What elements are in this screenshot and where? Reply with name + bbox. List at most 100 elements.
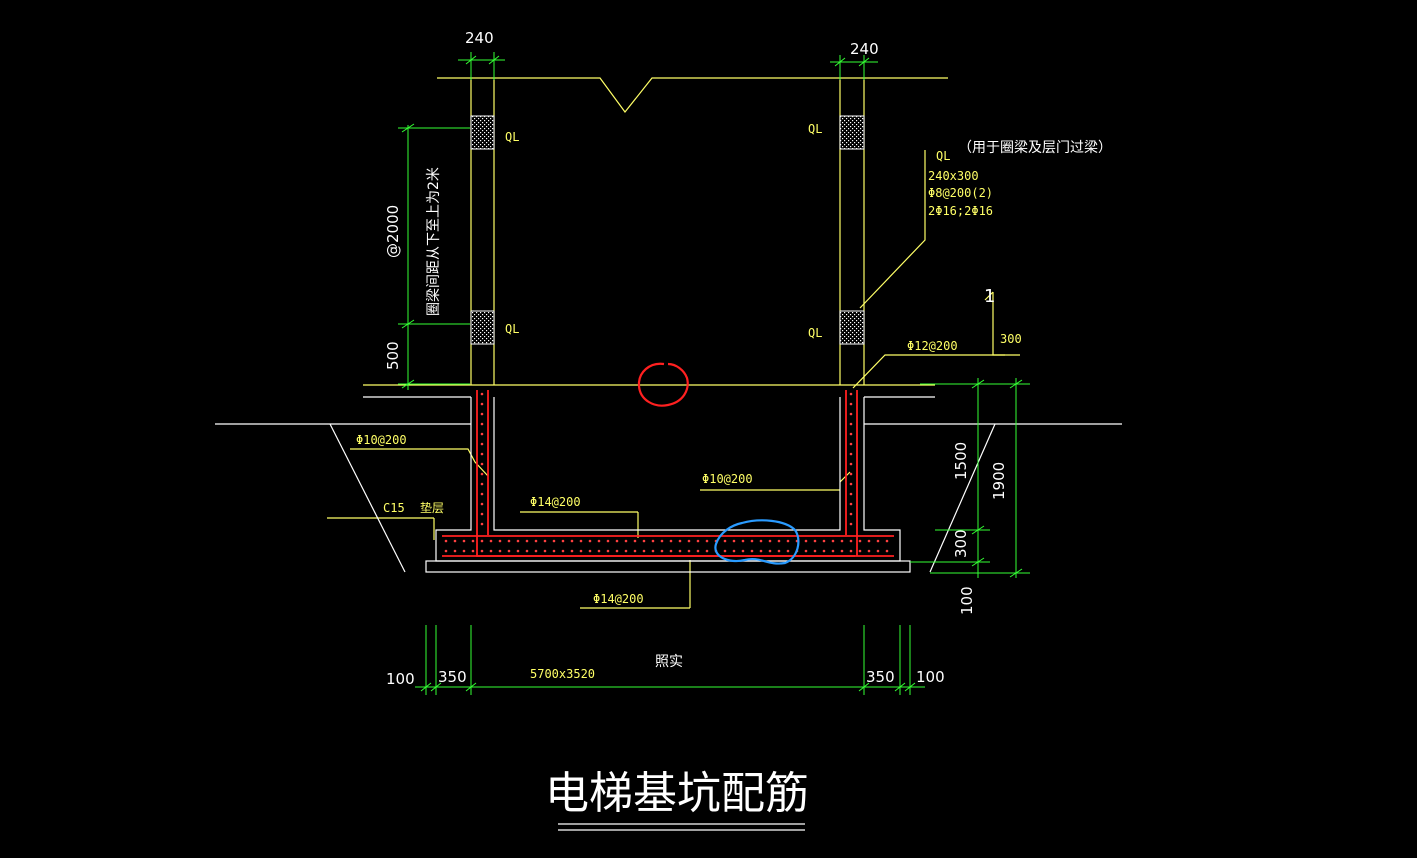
rebar-dot: [444, 549, 448, 553]
rebar-dot: [462, 539, 466, 543]
rebar-dot: [831, 539, 835, 543]
dim-spacing-note: 圈梁间距从下至上为2米: [426, 167, 442, 316]
rebar-dot: [813, 539, 817, 543]
label-ql-left-upper: QL: [505, 130, 519, 144]
rebar-dot: [849, 462, 853, 466]
rebar-dot: [561, 549, 565, 553]
rebar-dot: [444, 539, 448, 543]
ql-blocks: [470, 115, 865, 345]
leader-phi12: [852, 354, 1005, 389]
label-ql-detail-note: （用于圈梁及层门过梁）: [958, 140, 1112, 156]
rebar-dot: [696, 549, 700, 553]
rebar-dot: [876, 549, 880, 553]
rebar-dot: [849, 412, 853, 416]
label-compact-note: 照实: [655, 654, 683, 670]
label-section-mark: 1: [984, 286, 995, 307]
dim-wall-right-top: 240: [850, 40, 879, 58]
red-circle-markup: [637, 362, 689, 407]
rebar-dot: [849, 522, 853, 526]
rebar-dot: [777, 539, 781, 543]
rebar-dot: [705, 549, 709, 553]
label-concrete-grade: C15: [383, 501, 405, 515]
ql-left-upper-block: [470, 115, 495, 150]
rebar-dot: [750, 549, 754, 553]
rebar-dot: [669, 539, 673, 543]
label-rebar-slab-bottom: Φ14@200: [593, 592, 644, 606]
rebar-dot: [489, 549, 493, 553]
label-ql-detail-title: QL: [936, 149, 950, 163]
rebar-dot: [858, 549, 862, 553]
dim-bottom-right-cushion: 100: [916, 668, 945, 686]
rebar-dot: [624, 549, 628, 553]
rebar-dot: [579, 549, 583, 553]
rebar-dot: [498, 539, 502, 543]
rebar-dot: [849, 539, 853, 543]
title-underline: [558, 823, 805, 831]
rebar-dot: [462, 549, 466, 553]
rebar-dot: [849, 402, 853, 406]
pit-outline: [215, 396, 1122, 573]
dim-pit-depth-total: 1900: [990, 462, 1008, 500]
rebar-dot: [480, 442, 484, 446]
dim-bottom-left-cushion: 100: [386, 670, 415, 688]
rebar-dot: [642, 539, 646, 543]
label-ql-bars: 2Φ16;2Φ16: [928, 204, 993, 218]
rebar-dot: [480, 462, 484, 466]
rebar-dot: [840, 549, 844, 553]
rebar-dot: [570, 549, 574, 553]
rebar-dot: [561, 539, 565, 543]
rebar-dot: [876, 539, 880, 543]
rebar-dot: [678, 549, 682, 553]
rebar-dot: [480, 412, 484, 416]
rebar-dot: [822, 539, 826, 543]
rebar-dot: [687, 539, 691, 543]
label-ql-right-upper: QL: [808, 122, 822, 136]
rebar-dot: [543, 549, 547, 553]
rebar-dot: [849, 442, 853, 446]
dim-beam-height: 300: [1000, 332, 1022, 346]
rebar-dot: [525, 539, 529, 543]
rebar-dot: [867, 549, 871, 553]
rebar-dot: [849, 512, 853, 516]
label-cushion: 垫层: [420, 500, 444, 515]
rebar-dot: [570, 539, 574, 543]
rebar-dot: [480, 432, 484, 436]
label-ql-left-lower: QL: [505, 322, 519, 336]
rebar-dot: [885, 549, 889, 553]
rebar-dot: [687, 549, 691, 553]
rebar-dot: [633, 549, 637, 553]
rebar-dot: [822, 549, 826, 553]
rebar-dot: [840, 539, 844, 543]
rebar-dot: [759, 539, 763, 543]
rebar-dot: [849, 502, 853, 506]
rebar-dot: [849, 392, 853, 396]
pit-inner-outline: [493, 397, 841, 531]
rebar-dot: [480, 402, 484, 406]
rebar-dot: [741, 539, 745, 543]
rebar-dot: [480, 512, 484, 516]
rebar-dot: [813, 549, 817, 553]
dim-bottom-left-wall: 350: [438, 668, 467, 686]
annotation-texts: QL QL QL QL QL （用于圈梁及层门过梁） 240x300 Φ8@20…: [356, 122, 1112, 670]
rebar-dot: [804, 549, 808, 553]
rebar-dot: [552, 539, 556, 543]
ql-left-lower-block: [470, 310, 495, 345]
ql-right-upper-block: [839, 115, 865, 150]
dim-spacing-vertical: @2000: [384, 205, 402, 258]
rebar-dot: [480, 422, 484, 426]
rebar-dot: [588, 539, 592, 543]
rebar-left-wall-outer: [476, 390, 855, 557]
rebar-dot: [480, 392, 484, 396]
slope-right: [929, 423, 996, 573]
rebar-dot: [489, 539, 493, 543]
rebar-dot: [786, 549, 790, 553]
rebar-dot: [858, 539, 862, 543]
rebar-dot: [831, 549, 835, 553]
blue-loop-markup: [714, 519, 800, 565]
rebar-dot: [606, 539, 610, 543]
rebar-dot: [453, 539, 457, 543]
rebar-dot: [732, 549, 736, 553]
rebar-dot: [480, 472, 484, 476]
rebar-dot: [480, 452, 484, 456]
label-rebar-slab-top: Φ14@200: [530, 495, 581, 509]
